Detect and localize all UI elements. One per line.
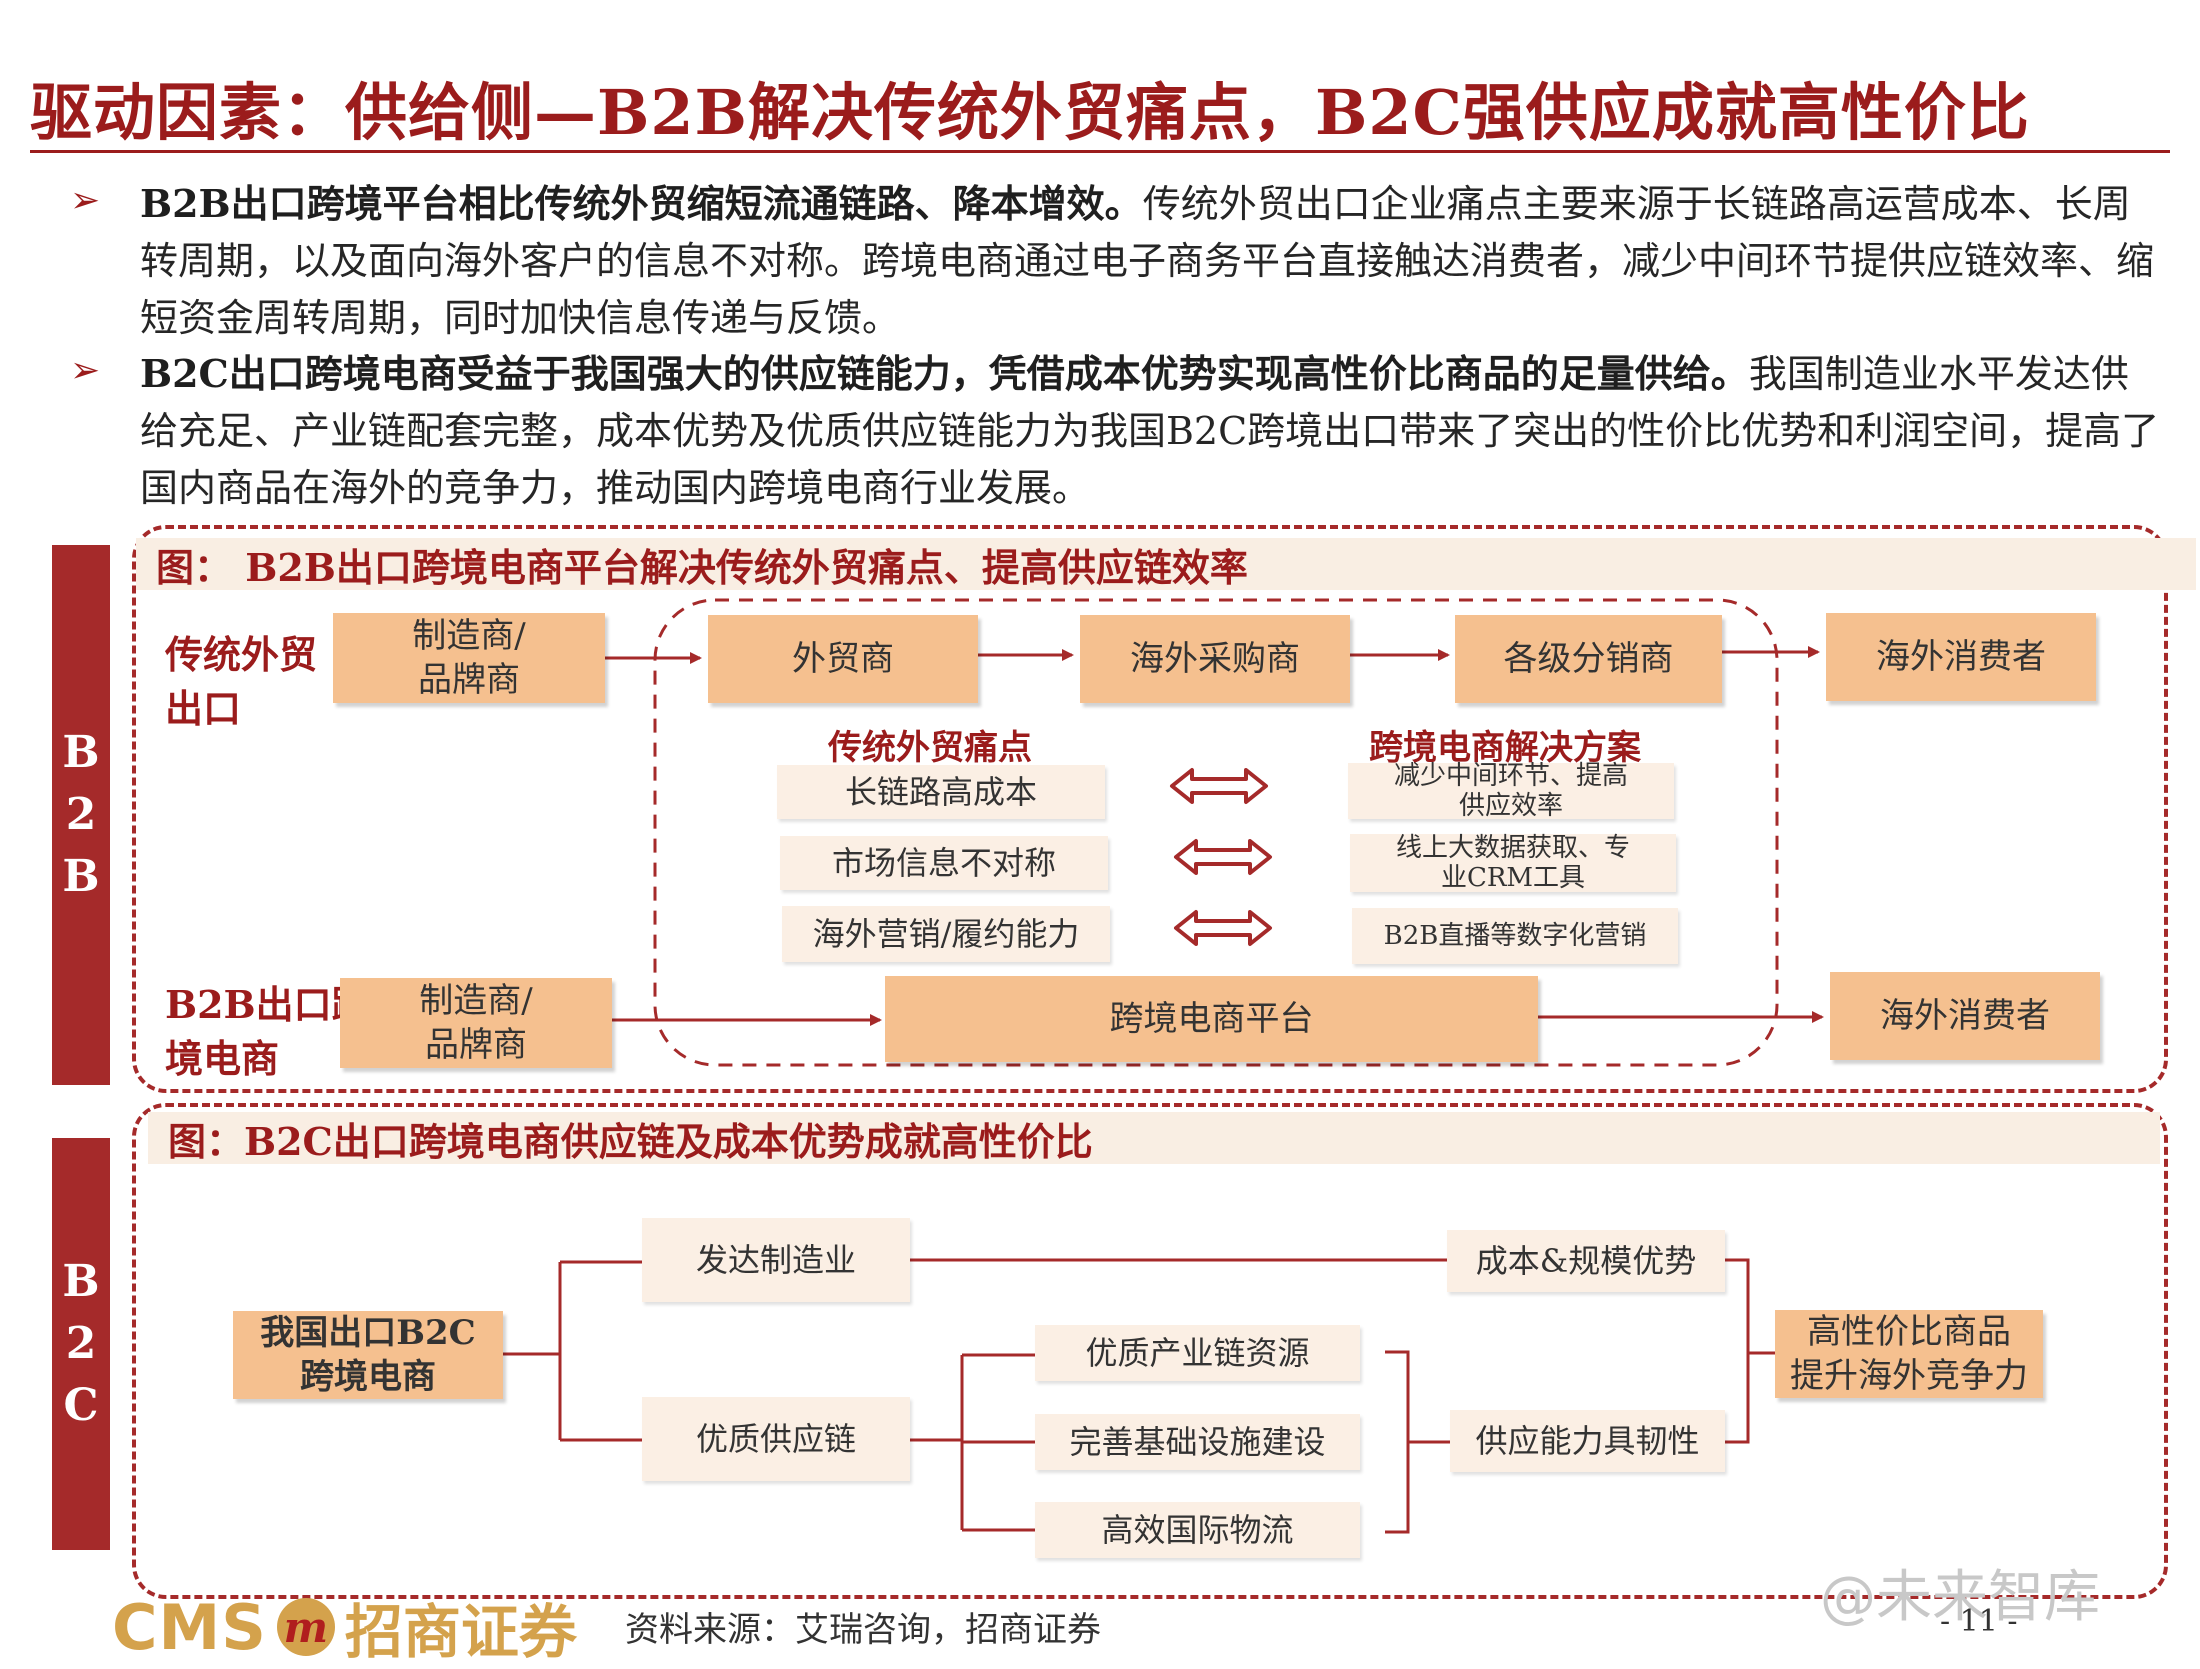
company-logo: CMS m 招商证券	[112, 1585, 577, 1669]
manufacturing-box: 发达制造业	[642, 1218, 910, 1302]
solution-item: B2B直播等数字化营销	[1352, 908, 1678, 964]
bullet-1-lead: B2B出口跨境平台相比传统外贸缩短流通链路、降本增效。	[140, 181, 1143, 226]
crossborder-export-label: B2B出口跨 境电商	[165, 978, 370, 1086]
box-line: 减少中间环节、提高	[1393, 761, 1628, 791]
traditional-maker-box: 制造商/品牌商	[333, 613, 605, 703]
b2c-panel	[132, 1103, 2168, 1599]
box-line: 品牌商	[418, 660, 520, 700]
b2b-side-label: B 2 B	[52, 545, 110, 1085]
box-line: 品牌商	[425, 1025, 527, 1065]
page-number: - 11 -	[1940, 1604, 2018, 1639]
crossborder-consumer-box: 海外消费者	[1830, 972, 2100, 1060]
supply-sub-item: 优质产业链资源	[1035, 1325, 1360, 1381]
b2c-side-letter: C	[63, 1380, 99, 1431]
box-line: 提升海外竞争力	[1790, 1356, 2028, 1396]
overseas-buyer-box: 海外采购商	[1080, 615, 1350, 703]
bullet-arrow-icon: ➢	[70, 180, 101, 221]
pain-points-header: 传统外贸痛点	[828, 728, 1032, 768]
solutions-header: 跨境电商解决方案	[1369, 728, 1641, 768]
watermark: @未来智库	[1820, 1565, 2100, 1630]
bullet-paragraph-1: B2B出口跨境平台相比传统外贸缩短流通链路、降本增效。传统外贸出口企业痛点主要来…	[140, 175, 2160, 347]
page-title: 驱动因素：供给侧—B2B解决传统外贸痛点，B2C强供应成就高性价比	[30, 76, 2030, 149]
double-arrow-icon	[1174, 910, 1272, 946]
bullet-2-text: 我国制造业水平发达供给充足、产业链配套完整，成本优势及优质供应链能力为我国B2C…	[140, 352, 2160, 510]
trader-box: 外贸商	[708, 615, 978, 703]
crossborder-maker-box: 制造商/品牌商	[340, 978, 612, 1068]
title-divider	[30, 150, 2170, 153]
b2b-side-letter: B	[62, 851, 100, 902]
b2b-panel	[132, 525, 2168, 1093]
solution-item: 线上大数据获取、专业CRM工具	[1350, 833, 1676, 893]
box-line: 业CRM工具	[1440, 863, 1586, 893]
b2c-side-label: B 2 C	[52, 1138, 110, 1550]
label-line: 境电商	[165, 1036, 280, 1081]
solution-item: 减少中间环节、提高供应效率	[1348, 761, 1674, 821]
overseas-consumer-box: 海外消费者	[1826, 613, 2096, 701]
logo-latin: CMS	[112, 1590, 267, 1664]
box-line: 制造商/	[412, 616, 526, 656]
b2c-side-letter: B	[62, 1256, 100, 1307]
box-line: 制造商/	[419, 981, 533, 1021]
supply-sub-item: 高效国际物流	[1035, 1502, 1360, 1558]
bullet-1-text: 传统外贸出口企业痛点主要来源于长链路高运营成本、长周转周期，以及面向海外客户的信…	[140, 182, 2155, 340]
supply-sub-item: 完善基础设施建设	[1035, 1414, 1360, 1470]
pain-point-item: 市场信息不对称	[780, 836, 1108, 890]
box-line: 高性价比商品	[1807, 1312, 2011, 1352]
distributor-box: 各级分销商	[1455, 615, 1722, 703]
source-note: 资料来源：艾瑞咨询，招商证券	[625, 1610, 1101, 1650]
box-line: 我国出口B2C	[260, 1313, 476, 1353]
bracket-line	[1725, 1258, 1750, 1444]
double-arrow-icon	[1174, 839, 1272, 875]
cost-advantage-box: 成本&规模优势	[1447, 1230, 1725, 1292]
crossborder-platform-box: 跨境电商平台	[885, 976, 1538, 1062]
bullet-paragraph-2: B2C出口跨境电商受益于我国强大的供应链能力，凭借成本优势实现高性价比商品的足量…	[140, 345, 2160, 517]
b2b-side-letter: B	[62, 727, 100, 778]
traditional-export-label: 传统外贸 出口	[165, 628, 317, 736]
b2c-caption: 图：B2C出口跨境电商供应链及成本优势成就高性价比	[148, 1112, 2160, 1164]
pain-point-item: 海外营销/履约能力	[782, 906, 1110, 962]
box-line: 供应效率	[1458, 791, 1563, 821]
bracket-line	[1385, 1350, 1410, 1534]
b2b-side-letter: 2	[65, 789, 97, 840]
outcome-box: 高性价比商品提升海外竞争力	[1775, 1310, 2043, 1398]
double-arrow-icon	[1170, 768, 1268, 804]
bullet-arrow-icon: ➢	[70, 350, 101, 391]
logo-mark-icon: m	[276, 1598, 335, 1656]
label-line: B2B出口跨	[165, 982, 370, 1027]
box-line: 跨境电商	[300, 1357, 436, 1397]
bullet-2-lead: B2C出口跨境电商受益于我国强大的供应链能力，凭借成本优势实现高性价比商品的足量…	[140, 351, 1749, 396]
b2c-side-letter: 2	[65, 1318, 97, 1369]
b2b-caption: 图： B2B出口跨境电商平台解决传统外贸痛点、提高供应链效率	[136, 538, 2196, 590]
logo-chinese: 招商证券	[344, 1598, 577, 1666]
label-line: 传统外贸	[165, 632, 318, 677]
supply-chain-box: 优质供应链	[642, 1397, 910, 1481]
label-line: 出口	[165, 686, 242, 731]
pain-point-item: 长链路高成本	[777, 765, 1105, 819]
resilience-box: 供应能力具韧性	[1450, 1410, 1725, 1472]
box-line: 线上大数据获取、专	[1395, 833, 1630, 863]
